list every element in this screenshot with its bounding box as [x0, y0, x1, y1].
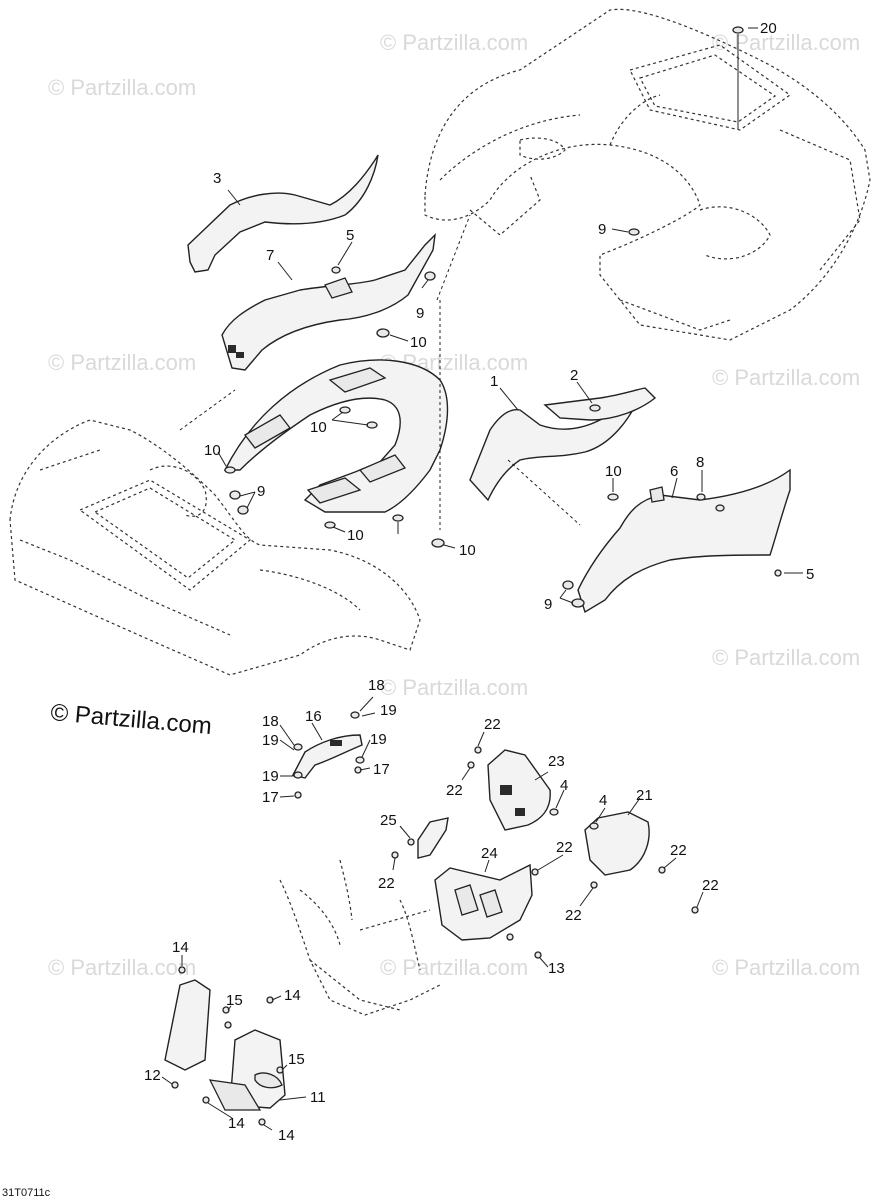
watermark-text: © Partzilla.com: [48, 350, 196, 375]
callout-15: 15: [288, 1051, 305, 1068]
part-25-panel: [417, 817, 449, 859]
callout-19: 19: [370, 731, 387, 748]
callout-25: 25: [380, 812, 397, 829]
callout-19: 19: [262, 768, 279, 785]
callout-16: 16: [305, 708, 322, 725]
callout-22: 22: [565, 907, 582, 924]
callout-22: 22: [670, 842, 687, 859]
callout-17: 17: [373, 761, 390, 778]
callout-14: 14: [278, 1127, 295, 1144]
callout-10: 10: [410, 334, 427, 351]
part-6-side-panel: [577, 468, 791, 614]
callout-14: 14: [172, 939, 189, 956]
callout-5: 5: [806, 566, 814, 583]
watermark-text: © Partzilla.com: [380, 675, 528, 700]
leader-lines: [161, 27, 803, 1131]
part-3-decal: [187, 154, 379, 273]
callout-4: 4: [599, 792, 607, 809]
watermark-text: © Partzilla.com: [380, 955, 528, 980]
diagram-code: 31T0711c: [2, 1187, 51, 1199]
part-2-strip: [543, 387, 657, 421]
callout-9: 9: [544, 596, 552, 613]
callout-24: 24: [481, 845, 498, 862]
callout-22: 22: [378, 875, 395, 892]
watermark-text: © Partzilla.com: [712, 955, 860, 980]
part-24-skid-plate: [434, 863, 533, 941]
watermark-text: © Partzilla.com: [48, 955, 196, 980]
frame-dashed: [279, 859, 441, 1016]
callout-5: 5: [346, 227, 354, 244]
callout-15: 15: [226, 992, 243, 1009]
callout-10: 10: [605, 463, 622, 480]
part-21-cover: [584, 811, 650, 876]
callout-22: 22: [556, 839, 573, 856]
callout-6: 6: [670, 463, 678, 480]
callout-22: 22: [484, 716, 501, 733]
callout-21: 21: [636, 787, 653, 804]
callout-20: 20: [760, 20, 777, 37]
callout-17: 17: [262, 789, 279, 806]
callout-13: 13: [548, 960, 565, 977]
callout-14: 14: [284, 987, 301, 1004]
watermark-text: © Partzilla.com: [48, 75, 196, 100]
callout-7: 7: [266, 247, 274, 264]
part-11-covers: [164, 979, 286, 1111]
callout-8: 8: [696, 454, 704, 471]
watermark-text: © Partzilla.com: [380, 30, 528, 55]
callout-19: 19: [380, 702, 397, 719]
callout-11: 11: [310, 1089, 326, 1106]
callout-22: 22: [446, 782, 463, 799]
partzilla-watermark: © Partzilla.com: [49, 699, 212, 740]
watermark-text: © Partzilla.com: [712, 30, 860, 55]
callout-10: 10: [347, 527, 364, 544]
callout-12: 12: [144, 1067, 161, 1084]
watermark-text: © Partzilla.com: [712, 645, 860, 670]
callout-9: 9: [416, 305, 424, 322]
callout-4: 4: [560, 777, 568, 794]
watermark-text: © Partzilla.com: [712, 365, 860, 390]
callout-14: 14: [228, 1115, 245, 1132]
callout-18: 18: [262, 713, 279, 730]
hardware: [171, 26, 782, 1126]
callout-10: 10: [204, 442, 221, 459]
callout-1: 1: [490, 373, 498, 390]
callout-22: 22: [702, 877, 719, 894]
part-7-side-panel: [221, 233, 436, 371]
part-23-cover: [487, 749, 551, 831]
front-fender: [9, 419, 421, 676]
callout-23: 23: [548, 753, 565, 770]
callout-10: 10: [310, 419, 327, 436]
callout-10: 10: [459, 542, 476, 559]
callout-3: 3: [213, 170, 221, 187]
front-cover: [223, 359, 449, 513]
callout-9: 9: [257, 483, 265, 500]
callout-19: 19: [262, 732, 279, 749]
callout-9: 9: [598, 221, 606, 238]
rear-fender: [424, 8, 871, 341]
callout-2: 2: [570, 367, 578, 384]
part-16-bracket: [291, 734, 363, 779]
callout-labels: 20 9 3 5 7 9 10 10 9 10 10 10 1 2 10 6 8…: [144, 20, 814, 1144]
callout-18: 18: [368, 677, 385, 694]
